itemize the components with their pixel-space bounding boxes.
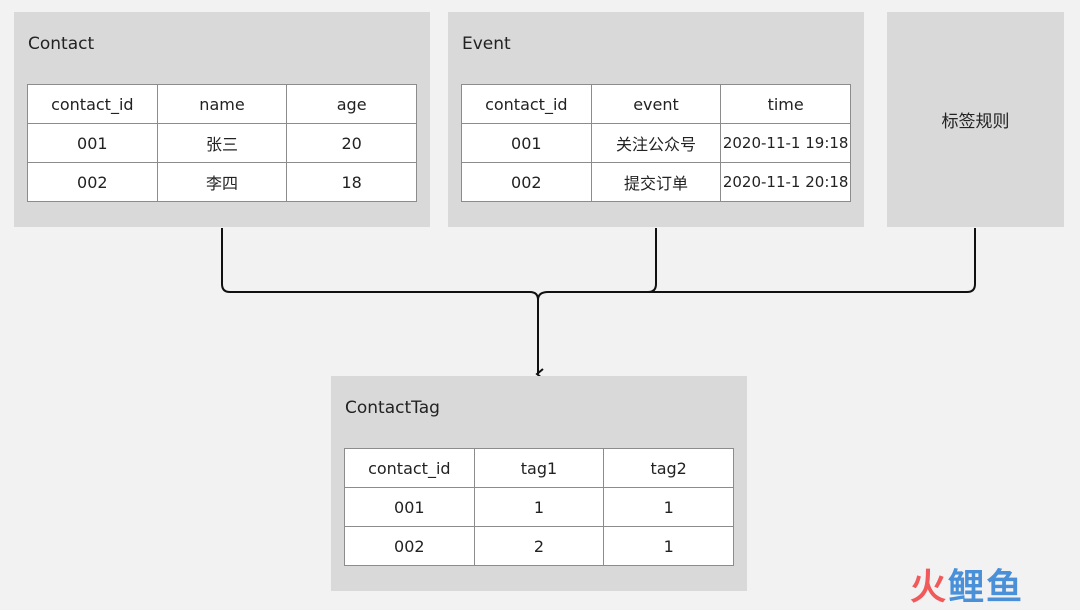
table-cell: 1 [473, 487, 605, 527]
contact-title: Contact [28, 34, 95, 54]
header-cell: name [156, 84, 288, 124]
contact-panel: Contact contact_id name age 001 张三 20 00… [14, 12, 430, 227]
table-row: 002 李四 18 [27, 162, 417, 202]
table-header-row: contact_id name age [27, 84, 417, 124]
header-cell: age [286, 84, 417, 124]
table-cell: 002 [344, 526, 475, 566]
connector-contact [221, 228, 530, 293]
table-cell: 18 [286, 162, 417, 202]
table-cell: 002 [27, 162, 158, 202]
watermark-part2: 鲤鱼 [948, 567, 1025, 608]
table-cell: 关注公众号 [590, 123, 722, 163]
table-cell: 1 [603, 487, 734, 527]
table-cell: 002 [461, 162, 592, 202]
contact-tag-panel: ContactTag contact_id tag1 tag2 001 1 1 … [331, 376, 747, 591]
connector-rules [548, 228, 976, 293]
connector-merge [529, 291, 549, 301]
table-row: 001 1 1 [344, 487, 734, 527]
watermark-part1: 火 [910, 567, 949, 608]
table-cell: 001 [461, 123, 592, 163]
table-cell: 001 [27, 123, 158, 163]
table-cell: 李四 [156, 162, 288, 202]
table-row: 001 张三 20 [27, 123, 417, 163]
table-cell: 2020-11-1 19:18 [720, 123, 851, 163]
table-row: 002 2 1 [344, 526, 734, 566]
event-table: contact_id event time 001 关注公众号 2020-11-… [461, 84, 851, 202]
watermark-logo: 火鲤鱼 [910, 558, 1024, 610]
table-header-row: contact_id tag1 tag2 [344, 448, 734, 488]
table-cell: 20 [286, 123, 417, 163]
contact-tag-table: contact_id tag1 tag2 001 1 1 002 2 1 [344, 448, 734, 566]
tag-rules-panel: 标签规则 [887, 12, 1064, 227]
table-row: 002 提交订单 2020-11-1 20:18 [461, 162, 851, 202]
event-title: Event [462, 34, 511, 54]
tag-rules-label: 标签规则 [941, 112, 1010, 132]
table-row: 001 关注公众号 2020-11-1 19:18 [461, 123, 851, 163]
table-cell: 2020-11-1 20:18 [720, 162, 851, 202]
contact-tag-title: ContactTag [345, 398, 440, 418]
connector-event [548, 228, 657, 293]
header-cell: tag1 [473, 448, 605, 488]
header-cell: event [590, 84, 722, 124]
contact-table: contact_id name age 001 张三 20 002 李四 18 [27, 84, 417, 202]
event-panel: Event contact_id event time 001 关注公众号 20… [448, 12, 864, 227]
header-cell: time [720, 84, 851, 124]
table-cell: 提交订单 [590, 162, 722, 202]
table-cell: 001 [344, 487, 475, 527]
table-cell: 1 [603, 526, 734, 566]
header-cell: tag2 [603, 448, 734, 488]
table-cell: 2 [473, 526, 605, 566]
header-cell: contact_id [27, 84, 158, 124]
header-cell: contact_id [344, 448, 475, 488]
